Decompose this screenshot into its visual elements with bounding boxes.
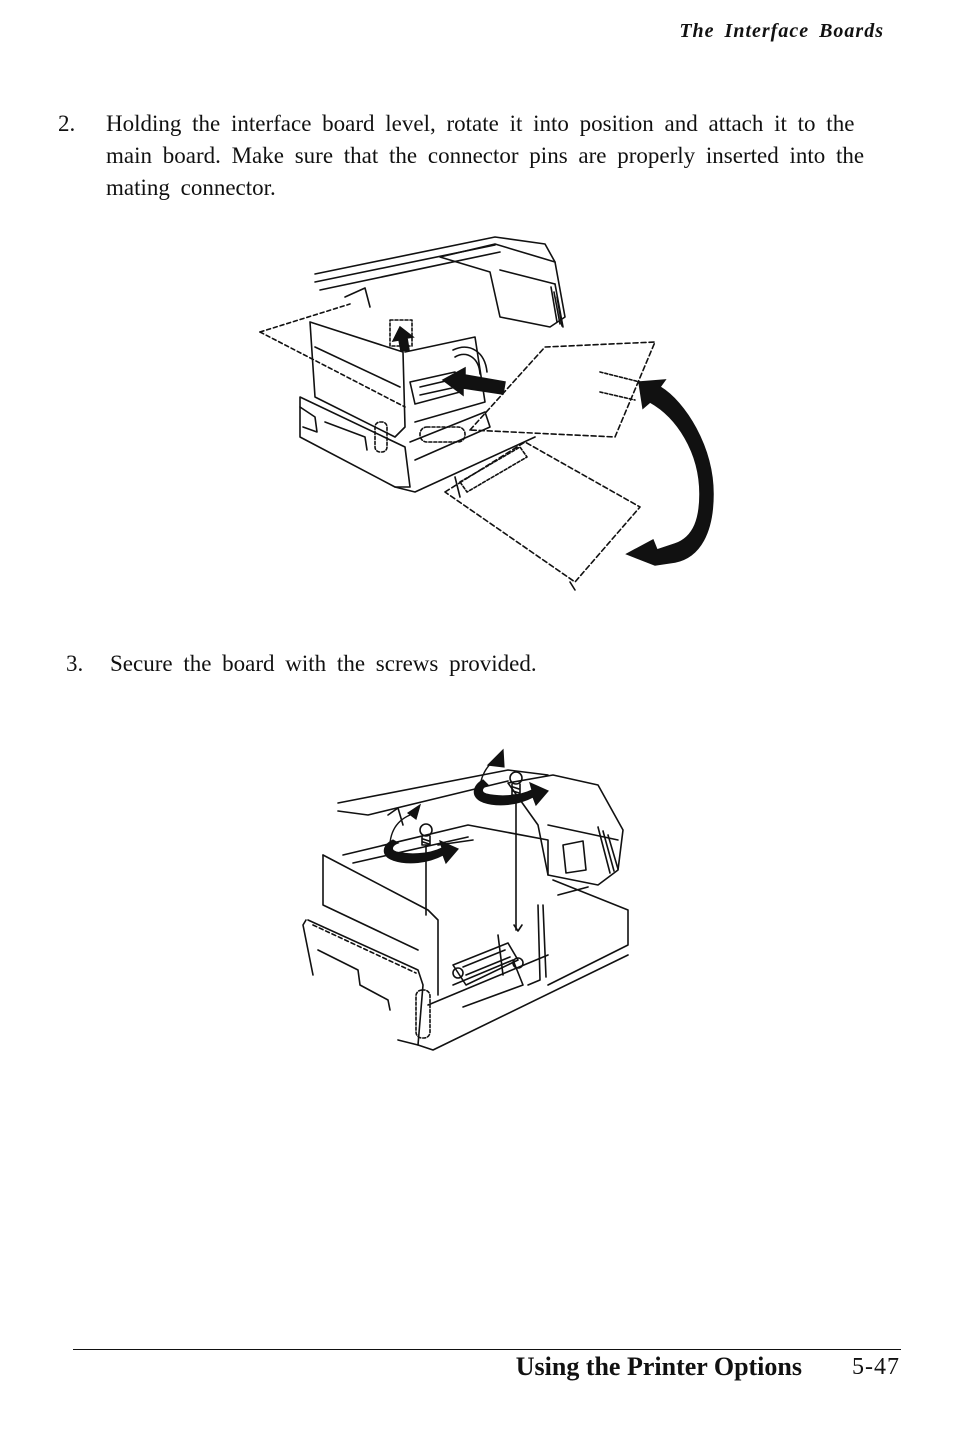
footer-divider <box>73 1349 901 1350</box>
page-number: 5-47 <box>852 1354 900 1380</box>
figure-rotate-board <box>255 232 725 592</box>
figure-secure-screws <box>298 745 638 1060</box>
step-number: 2. <box>58 111 76 136</box>
step-text: Holding the interface board level, rotat… <box>106 111 865 200</box>
step-2: 2. Holding the interface board level, ro… <box>58 108 878 204</box>
running-head-title: The Interface Boards <box>679 20 884 42</box>
step-text: Secure the board with the screws provide… <box>110 651 537 676</box>
footer-section-title: Using the Printer Options <box>515 1352 802 1381</box>
step-3: 3. Secure the board with the screws prov… <box>66 648 766 680</box>
step-number: 3. <box>66 651 84 676</box>
printer-illustration-screws <box>302 748 629 1051</box>
printer-illustration-rotate <box>259 236 714 591</box>
